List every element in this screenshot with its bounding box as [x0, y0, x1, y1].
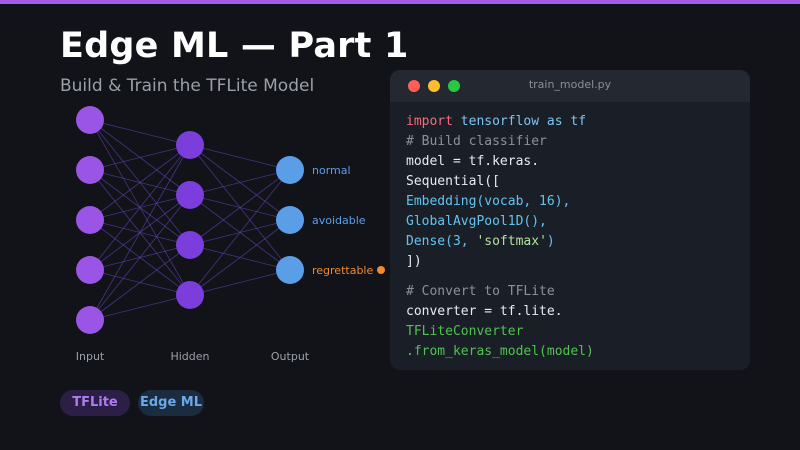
code-block: import tensorflow as tf # Build classifi…: [406, 112, 594, 362]
network-edge: [89, 294, 191, 321]
code-line: Dense(3, 'softmax'): [406, 232, 594, 252]
accent-top-bar: [0, 0, 800, 4]
network-node: [176, 281, 204, 309]
code-function: ): [546, 234, 555, 249]
network-edge: [189, 169, 291, 246]
network-node: [276, 256, 304, 284]
maximize-window-button[interactable]: [448, 80, 460, 92]
network-edge: [89, 194, 191, 321]
code-line: import tensorflow as tf: [406, 112, 594, 132]
code-line: GlobalAvgPool1D(),: [406, 214, 547, 229]
network-edge: [89, 144, 191, 171]
code-window: train_model.py import tensorflow as tf #…: [390, 70, 750, 370]
code-line: TFLiteConverter: [406, 324, 524, 339]
network-edge: [189, 169, 291, 196]
code-line: .from_keras_model(model): [406, 344, 594, 359]
network-node: [76, 156, 104, 184]
page-subtitle: Build & Train the TFLite Model: [60, 76, 315, 96]
network-node: [176, 181, 204, 209]
network-node: [176, 231, 204, 259]
layer-label: Input: [76, 350, 105, 363]
output-label: avoidable: [312, 214, 366, 227]
layer-label: Output: [271, 350, 310, 363]
network-edge: [189, 269, 291, 296]
code-comment: # Convert to TFLite: [406, 284, 555, 299]
network-edges: [89, 119, 291, 321]
network-node: [76, 106, 104, 134]
network-edge: [89, 144, 191, 321]
output-label: regrettable: [312, 264, 373, 277]
code-comment: # Build classifier: [406, 134, 547, 149]
code-line: model = tf.keras.: [406, 154, 540, 169]
tflite-badge: TFLite: [60, 390, 130, 416]
code-window-titlebar: train_model.py: [390, 70, 750, 102]
code-line: converter = tf.lite.: [406, 304, 563, 319]
code-string: 'softmax': [476, 234, 547, 249]
network-nodes: [76, 106, 304, 334]
page-title: Edge ML — Part 1: [60, 26, 409, 66]
network-node: [276, 206, 304, 234]
network-edge: [89, 119, 191, 146]
code-module: tensorflow as tf: [460, 114, 587, 129]
code-filename: train_model.py: [528, 78, 612, 91]
code-line: ]): [406, 254, 422, 269]
code-function: Dense(3,: [406, 234, 477, 249]
network-edge: [89, 144, 191, 221]
minimize-window-button[interactable]: [428, 80, 440, 92]
network-node: [76, 206, 104, 234]
highlight-dot: [377, 266, 385, 274]
network-edge: [189, 169, 291, 296]
network-node: [76, 256, 104, 284]
network-edge: [89, 244, 191, 321]
code-line: Embedding(vocab, 16),: [406, 194, 571, 209]
network-edge: [189, 144, 291, 171]
network-node: [76, 306, 104, 334]
network-edge: [89, 144, 191, 271]
edge-ml-badge: Edge ML: [138, 390, 204, 416]
neural-network-diagram: Input Hidden Output normal avoidable regretta…: [76, 106, 385, 363]
network-node: [176, 131, 204, 159]
code-keyword: import: [406, 114, 453, 129]
output-label: normal: [312, 164, 351, 177]
close-window-button[interactable]: [408, 80, 420, 92]
network-edge: [189, 219, 291, 296]
network-labels: Input Hidden Output normal avoidable regretta…: [76, 164, 385, 363]
code-line: Sequential([: [406, 174, 500, 189]
network-node: [276, 156, 304, 184]
layer-label: Hidden: [170, 350, 209, 363]
